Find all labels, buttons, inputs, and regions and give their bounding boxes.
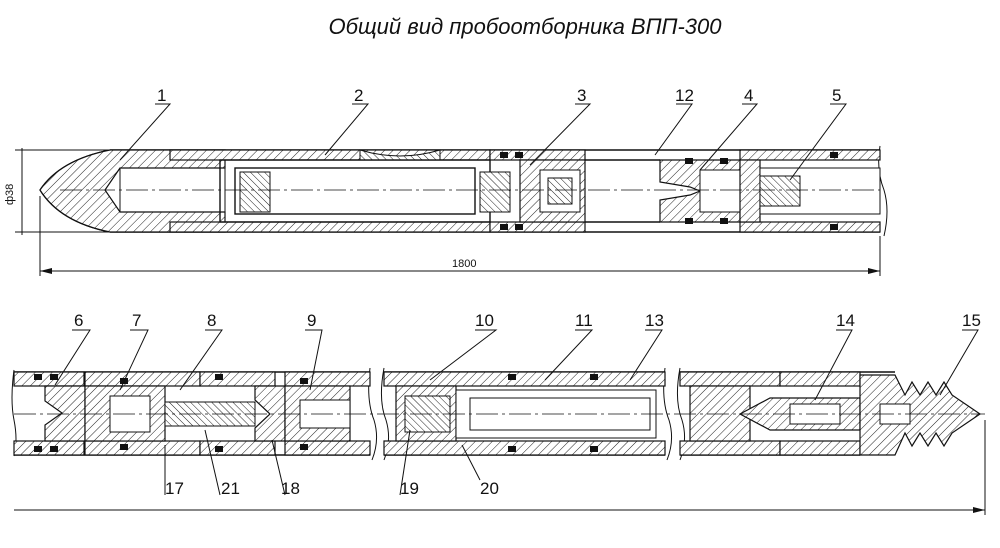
seals-top	[500, 152, 838, 230]
callout-20: 20	[480, 479, 499, 498]
callout-19: 19	[400, 479, 419, 498]
drawing-title: Общий вид пробоотборника ВПП-300	[328, 14, 722, 39]
diameter-dimension: ф38	[4, 184, 16, 205]
callout-8: 8	[207, 311, 216, 330]
callout-leaders-top	[119, 103, 847, 181]
callout-11: 11	[575, 311, 593, 330]
callout-13: 13	[645, 311, 664, 330]
spring-top	[239, 171, 511, 213]
callout-2: 2	[354, 86, 363, 105]
callout-21: 21	[221, 479, 240, 498]
callout-leaders-bottom	[54, 329, 979, 496]
callout-5: 5	[832, 86, 841, 105]
callout-1: 1	[157, 86, 166, 105]
callout-12: 12	[675, 86, 694, 105]
bottom-assembly	[11, 329, 986, 515]
callout-6: 6	[74, 311, 83, 330]
callout-15: 15	[962, 311, 981, 330]
length-dimension: 1800	[452, 258, 476, 270]
callout-4: 4	[744, 86, 753, 105]
callout-3: 3	[577, 86, 586, 105]
callout-17: 17	[165, 479, 184, 498]
threaded-tip	[859, 374, 982, 456]
nose-cone	[39, 149, 226, 233]
callout-14: 14	[836, 311, 855, 330]
top-assembly: ф38 1800	[4, 103, 888, 276]
callout-7: 7	[132, 311, 141, 330]
callout-9: 9	[307, 311, 316, 330]
spring-bottom	[164, 401, 256, 427]
callout-18: 18	[281, 479, 300, 498]
callout-10: 10	[475, 311, 494, 330]
